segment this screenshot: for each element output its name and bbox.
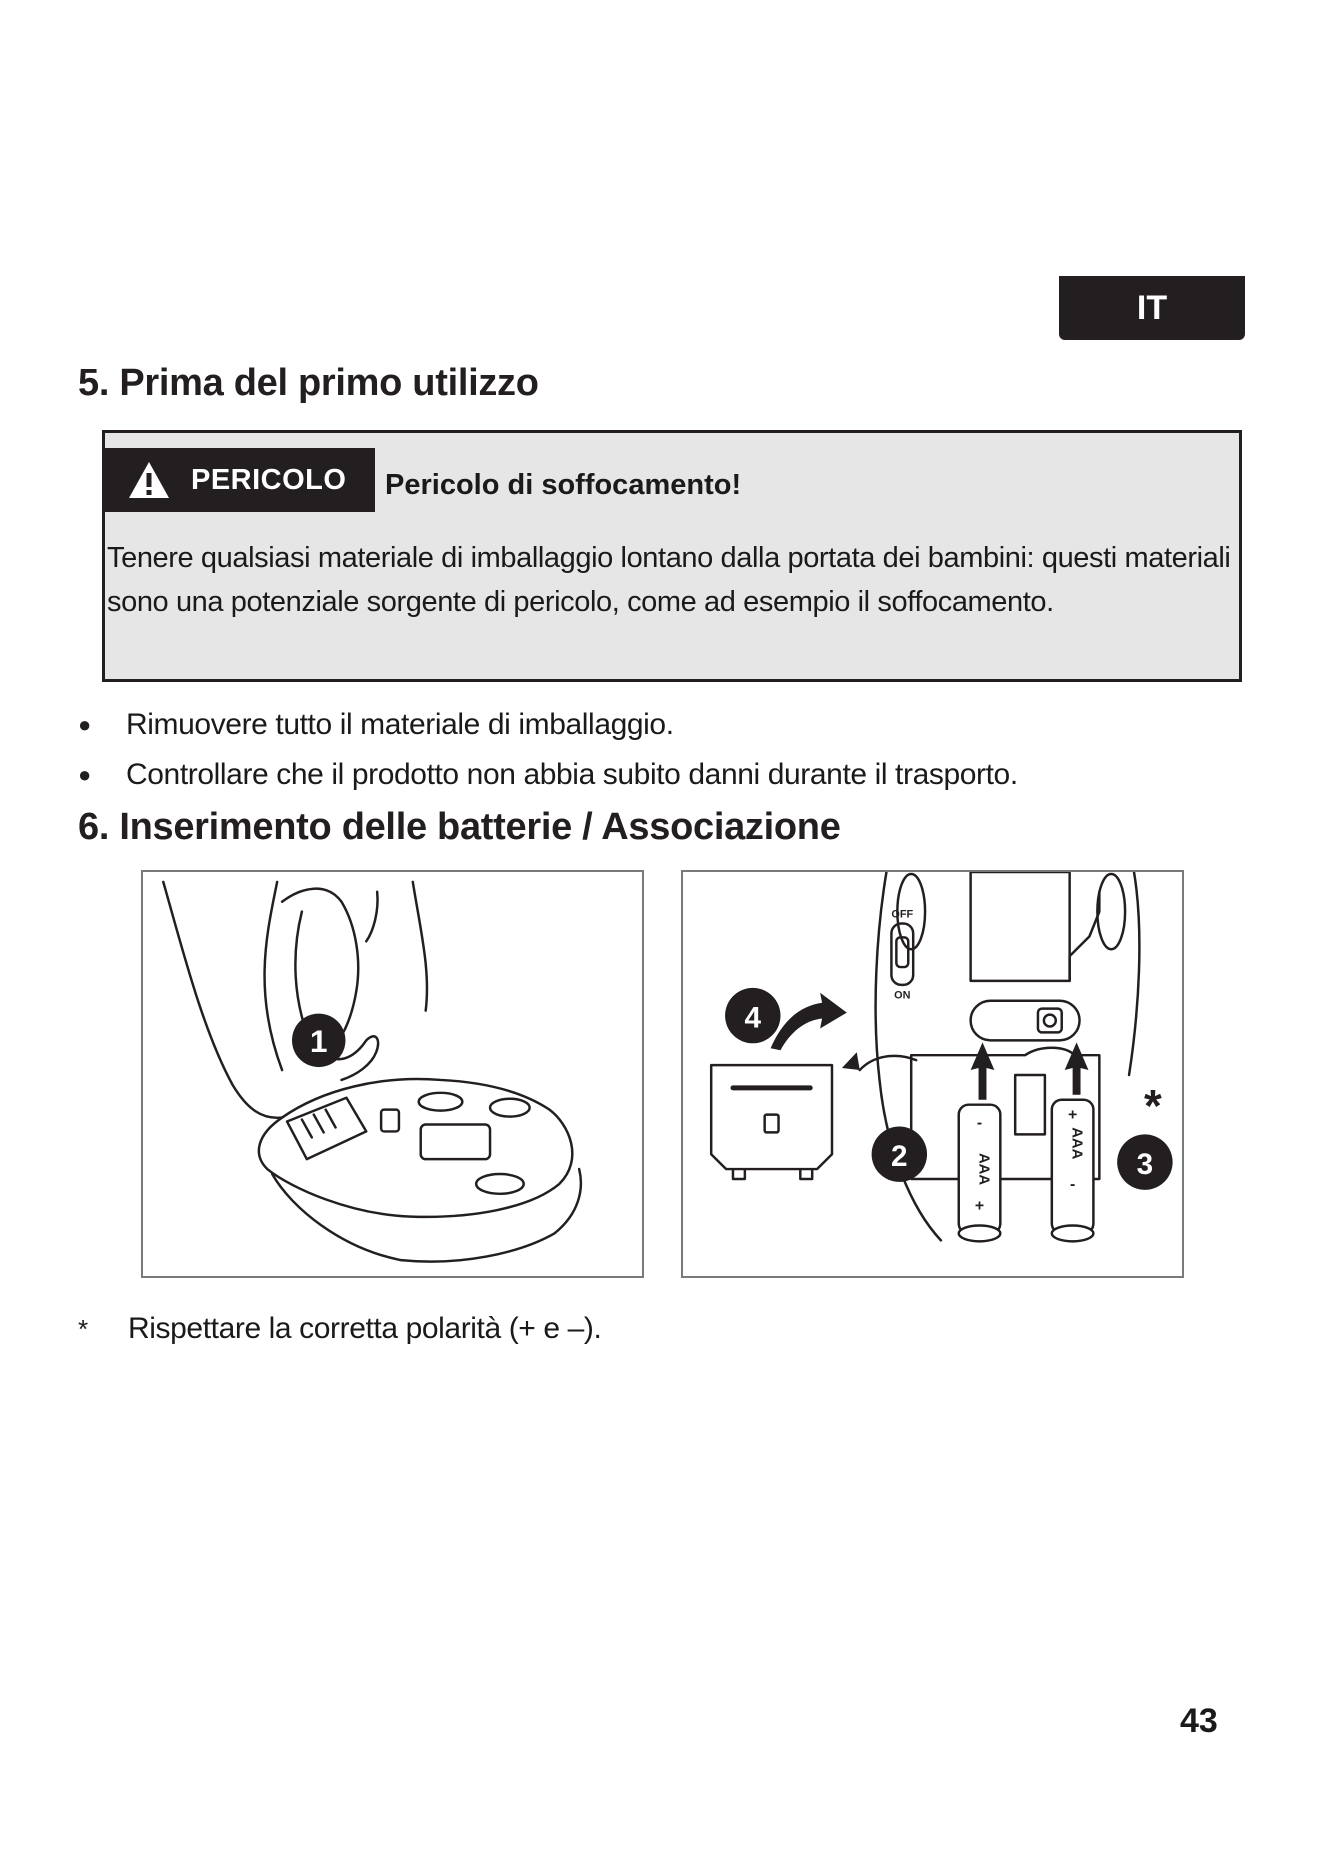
figure-insert-batteries: AAA - + AAA + - OFF ON 4 2 3 * — [681, 870, 1184, 1278]
step-4-badge: 4 — [745, 1001, 762, 1034]
step-2-badge: 2 — [891, 1140, 908, 1173]
polarity-footnote: * Rispettare la corretta polarità (+ e –… — [78, 1312, 602, 1346]
switch-off-label: OFF — [891, 909, 913, 921]
switch-on-label: ON — [894, 990, 910, 1002]
warning-text: Tenere qualsiasi materiale di imballaggi… — [107, 542, 1231, 618]
page-number: 43 — [1180, 1702, 1218, 1740]
battery-left-plus: + — [975, 1198, 984, 1215]
list-item: ● Controllare che il prodotto non abbia … — [78, 750, 1248, 800]
section-5-heading: 5. Prima del primo utilizzo — [78, 362, 539, 404]
list-item-text: Controllare che il prodotto non abbia su… — [126, 758, 1018, 791]
list-item: ● Rimuovere tutto il materiale di imball… — [78, 700, 1248, 750]
battery-right-plus: + — [1068, 1107, 1077, 1124]
polarity-asterisk: * — [1144, 1081, 1162, 1132]
battery-right-minus: - — [1070, 1176, 1075, 1193]
bullet-icon: ● — [78, 762, 91, 787]
warning-title: Pericolo di soffocamento! — [385, 469, 742, 501]
danger-label: PERICOLO — [105, 448, 375, 512]
battery-right-label: AAA — [1069, 1127, 1085, 1159]
section-6-heading: 6. Inserimento delle batterie / Associaz… — [78, 806, 841, 848]
footnote-asterisk: * — [78, 1313, 88, 1344]
list-item-text: Rimuovere tutto il materiale di imballag… — [126, 708, 674, 741]
language-tab: IT — [1059, 276, 1245, 340]
figure-open-battery-cover: 1 — [141, 870, 644, 1278]
danger-label-text: PERICOLO — [191, 463, 347, 496]
battery-insertion-illustration: AAA - + AAA + - OFF ON 4 2 3 * — [709, 872, 1173, 1243]
battery-left-label: AAA — [976, 1153, 992, 1185]
bullet-icon: ● — [78, 712, 91, 737]
danger-warning-box: PERICOLO Pericolo di soffocamento! Tener… — [102, 430, 1242, 682]
battery-left-minus: - — [977, 1114, 982, 1131]
warning-triangle-icon — [129, 462, 169, 498]
step-list: ● Rimuovere tutto il materiale di imball… — [78, 700, 1248, 800]
footnote-text: Rispettare la corretta polarità (+ e –). — [128, 1312, 602, 1345]
mouse-underside-illustration: 1 — [162, 880, 583, 1263]
step-1-badge: 1 — [310, 1023, 328, 1059]
step-3-badge: 3 — [1137, 1148, 1154, 1181]
